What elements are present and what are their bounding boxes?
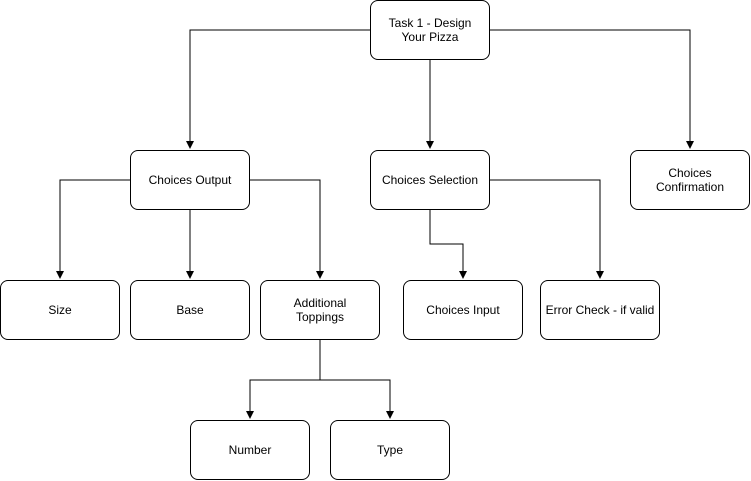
node-type[interactable]: Type (330, 420, 450, 480)
edge-choices-selection-to-error-check (490, 179, 604, 279)
node-base[interactable]: Base (130, 280, 250, 340)
node-choices-output[interactable]: Choices Output (130, 150, 250, 210)
edge-task-to-choices-confirmation (490, 29, 694, 149)
node-number-label: Number (228, 443, 272, 457)
node-task-design-your-pizza[interactable]: Task 1 - Design Your Pizza (370, 0, 490, 60)
node-choices-confirmation[interactable]: Choices Confirmation (630, 150, 750, 210)
node-choices-selection-label: Choices Selection (381, 173, 479, 187)
edge-choices-output-to-size (56, 179, 130, 279)
edge-additional-toppings-to-number (246, 340, 321, 419)
node-type-label: Type (376, 443, 403, 457)
node-choices-selection[interactable]: Choices Selection (370, 150, 490, 210)
node-choices-input[interactable]: Choices Input (403, 280, 523, 340)
node-additional-toppings[interactable]: Additional Toppings (260, 280, 380, 340)
node-error-check-label: Error Check - if valid (545, 303, 655, 317)
edge-additional-toppings-to-type (320, 379, 394, 419)
node-size[interactable]: Size (0, 280, 120, 340)
node-number[interactable]: Number (190, 420, 310, 480)
node-choices-output-label: Choices Output (148, 173, 232, 187)
node-additional-toppings-label: Additional Toppings (293, 296, 347, 324)
node-base-label: Base (176, 303, 204, 317)
node-choices-input-label: Choices Input (426, 303, 500, 317)
node-size-label: Size (48, 303, 72, 317)
edge-task-to-choices-output (186, 29, 370, 149)
node-task-label: Task 1 - Design Your Pizza (388, 16, 472, 44)
node-error-check[interactable]: Error Check - if valid (540, 280, 660, 340)
node-choices-confirmation-label: Choices Confirmation (655, 166, 725, 194)
edge-choices-output-to-additional-toppings (250, 179, 324, 279)
edges-layer (56, 29, 694, 419)
edge-choices-selection-to-choices-input (429, 210, 467, 279)
